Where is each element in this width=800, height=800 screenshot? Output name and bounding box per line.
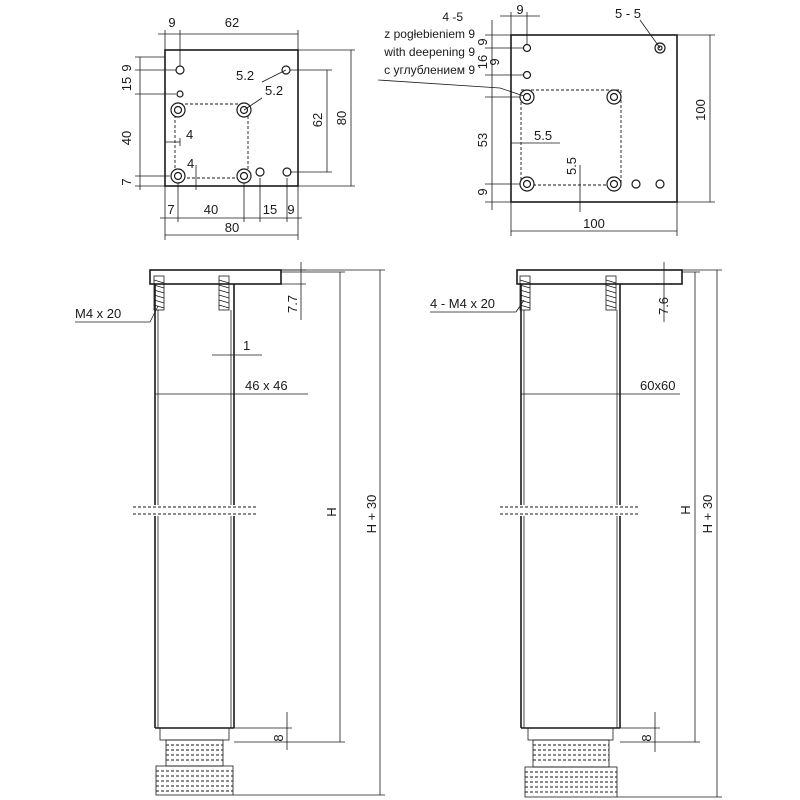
dim-label: H + 30 (364, 495, 379, 534)
dim-label: 8 (639, 734, 654, 741)
large-plate-inner-dashed (520, 89, 622, 186)
large-leg-view: 4 - M4 x 20 7.6 60x60 H H + 30 8 (430, 262, 722, 798)
hole (609, 179, 619, 189)
dim-label: 9 (287, 202, 294, 217)
foot-base (155, 765, 234, 796)
dim-label: 9 (516, 2, 523, 17)
section-label: 46 x 46 (245, 378, 288, 393)
foot-thread (532, 739, 610, 768)
note-line: с углублением 9 (384, 63, 475, 77)
small-leg-view: M4 x 20 7.7 1 46 x 46 H H + 30 8 (75, 262, 385, 796)
dim-label: 5.5 (534, 128, 552, 143)
dim-label: 9 (475, 188, 490, 195)
hole (239, 171, 249, 181)
leg-top-plate (149, 269, 282, 285)
note-line: z pogłebieniem 9 (384, 27, 475, 41)
screw-label: 4 - M4 x 20 (430, 296, 495, 311)
hole (609, 92, 619, 102)
hole (176, 90, 184, 98)
dim-label: 100 (583, 216, 605, 231)
dim-label: 53 (475, 133, 490, 147)
hole (631, 179, 641, 189)
small-plate-inner-dashed (174, 103, 249, 179)
hole (655, 179, 665, 189)
note-line: with deepening 9 (383, 45, 475, 59)
dim-label: 8 (271, 734, 286, 741)
hole (173, 171, 183, 181)
dim-label: 4 (186, 127, 193, 142)
leg-top-plate (516, 269, 683, 285)
hole (175, 65, 185, 75)
dim-label: 5.5 (564, 157, 579, 175)
dim-label: 7.6 (656, 297, 671, 315)
dim-label: 7.7 (285, 295, 300, 313)
dim-label: 40 (204, 202, 218, 217)
large-plate-view: 4 -5 z pogłebieniem 9 with deepening 9 с… (377, 2, 715, 236)
screw-label: M4 x 20 (75, 306, 121, 321)
dim-label: H (678, 505, 693, 514)
dim-label: 4 (187, 156, 194, 171)
hole (522, 179, 532, 189)
hole (255, 167, 265, 177)
dim-label: 40 (119, 131, 134, 145)
dim-label: H (324, 507, 339, 516)
hole (173, 105, 183, 115)
hole-label: 5.2 (265, 83, 283, 98)
hole (522, 70, 532, 80)
hole (522, 43, 532, 53)
section-label: 60x60 (640, 378, 675, 393)
foot-thread (165, 739, 224, 767)
dim-label: 9 (168, 15, 175, 30)
foot-collar (159, 727, 230, 741)
dim-label: 15 (119, 77, 134, 91)
dim-label: 62 (225, 15, 239, 30)
dim-label: 80 (334, 111, 349, 125)
foot-collar (527, 727, 614, 741)
large-plate-outline (510, 34, 678, 203)
dim-label: 7 (119, 178, 134, 185)
dim-label: 7 (167, 202, 174, 217)
hole-label: 5 - 5 (615, 6, 641, 21)
dim-label: 80 (225, 220, 239, 235)
dim-label: 62 (310, 113, 325, 127)
dim-label: 9 (119, 64, 134, 71)
hole (282, 167, 292, 177)
small-plate-outline (164, 49, 299, 187)
dim-label: 16 (475, 55, 490, 69)
hole-label: 5.2 (236, 68, 254, 83)
dim-label: 100 (693, 99, 708, 121)
dim-label: 9 (475, 38, 490, 45)
small-plate-view: 9 62 9 15 40 7 62 80 5.2 5.2 4 4 (119, 15, 355, 240)
dim-label: 9 (487, 58, 502, 65)
dim-label: H + 30 (700, 495, 715, 534)
dim-label: 1 (243, 338, 250, 353)
dim-label: 15 (263, 202, 277, 217)
note-line: 4 -5 (442, 10, 463, 24)
hole (522, 92, 532, 102)
